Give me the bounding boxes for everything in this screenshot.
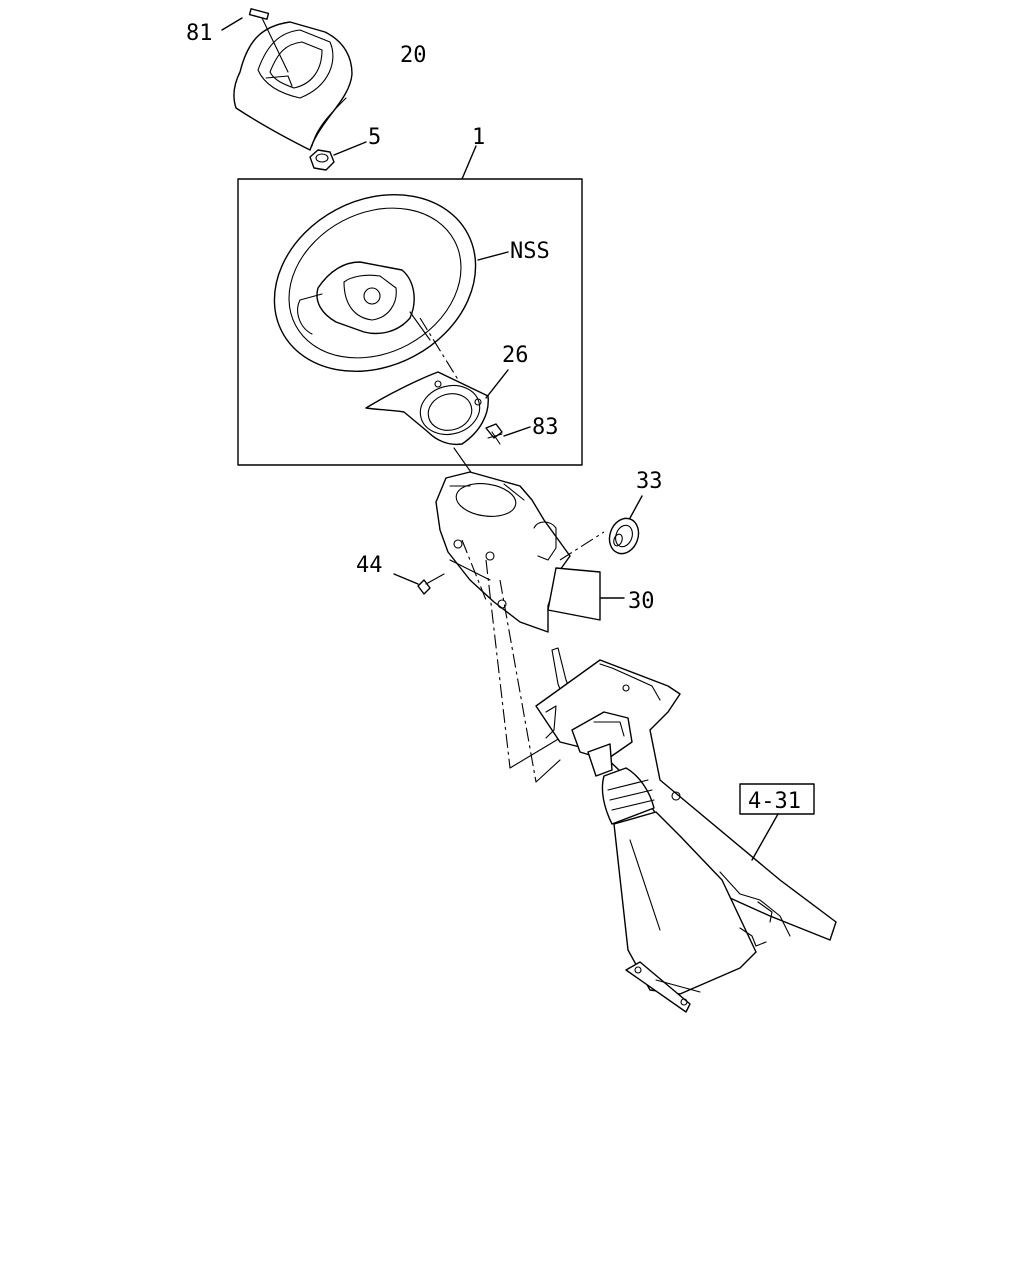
steering-cover-part-26 [365,369,509,446]
steering-wheel [273,193,509,413]
screw-part-83 [485,423,531,445]
callout-30: 30 [628,589,655,614]
callout-83: 83 [532,415,559,440]
projection-lines [461,539,561,783]
screw-part-44 [393,573,445,595]
callout-20: 20 [400,43,427,68]
callout-nss: NSS [510,239,550,264]
callout-26: 26 [502,343,529,368]
pin-part-81 [221,8,289,73]
callout-33: 33 [636,469,663,494]
grommet-part-33 [608,495,643,555]
callout-5: 5 [368,125,381,150]
callout-44: 44 [356,553,383,578]
reference-label: 4-31 [748,789,801,814]
steering-wheel-assembly-box [237,145,583,466]
nut-part-5 [309,141,367,171]
callout-81: 81 [186,21,213,46]
column-cover-part-30 [435,447,625,633]
horn-pad-part-20 [233,21,353,151]
reference-box-4-31 [739,783,815,861]
steering-column-assembly [535,647,837,1013]
callout-1: 1 [472,125,485,150]
